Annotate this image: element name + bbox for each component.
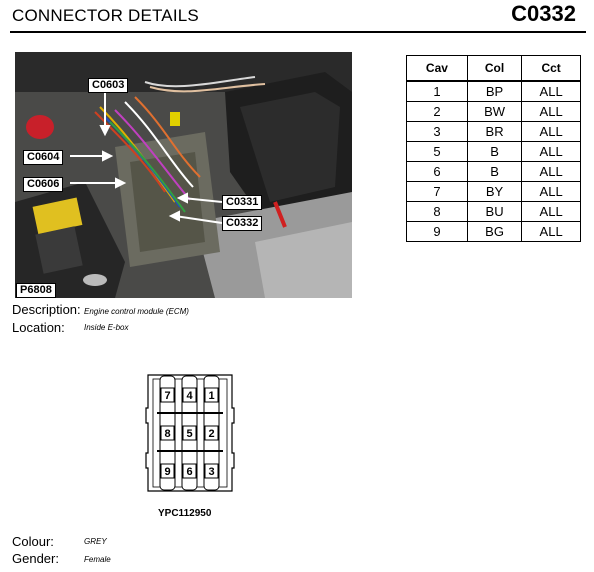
page-title: CONNECTOR DETAILS [12, 6, 199, 25]
callout-c0332: C0332 [222, 216, 263, 231]
cell-cct: ALL [521, 161, 581, 182]
callout-c0606: C0606 [23, 177, 64, 192]
cell-cct: ALL [521, 141, 581, 162]
cell-cav: 1 [406, 80, 468, 102]
header-col: Col [466, 55, 523, 82]
table-header-row: Cav Col Cct [406, 55, 581, 82]
cell-col: BY [466, 181, 523, 202]
cell-cct: ALL [521, 101, 581, 122]
connector-location-photo: C0603 C0604 C0606 C0331 C0332 P6808 [15, 52, 352, 298]
description-value: Engine control module (ECM) [84, 307, 189, 316]
description-label: Description: [12, 302, 81, 317]
cell-cct: ALL [521, 221, 581, 242]
cell-cav: 8 [406, 201, 468, 222]
cavity-label: 1 [208, 390, 214, 402]
cell-col: BU [466, 201, 523, 222]
engine-bay-illustration [15, 52, 352, 298]
connector-code: C0332 [511, 1, 576, 26]
cavity-label: 4 [186, 390, 193, 402]
cell-cav: 3 [406, 121, 468, 142]
cell-cav: 5 [406, 141, 468, 162]
cell-cav: 9 [406, 221, 468, 242]
connector-face-diagram: 7 4 1 8 5 2 9 6 3 [145, 373, 235, 493]
cell-col: BP [466, 80, 523, 102]
cell-cav: 6 [406, 161, 468, 182]
location-label: Location: [12, 320, 65, 335]
cell-col: B [466, 161, 523, 182]
cell-col: BG [466, 221, 523, 242]
cell-col: B [466, 141, 523, 162]
photo-reference: P6808 [16, 283, 56, 298]
cell-cct: ALL [521, 201, 581, 222]
header-divider [10, 31, 586, 33]
cell-cav: 7 [406, 181, 468, 202]
cell-cct: ALL [521, 80, 581, 102]
callout-c0331: C0331 [222, 195, 263, 210]
colour-value: GREY [84, 537, 107, 546]
cavity-label: 9 [164, 466, 170, 478]
cavity-label: 5 [186, 428, 192, 440]
cavity-label: 8 [164, 428, 170, 440]
header-cct: Cct [521, 55, 581, 82]
colour-label: Colour: [12, 534, 54, 549]
cell-cav: 2 [406, 101, 468, 122]
header-cav: Cav [406, 55, 468, 82]
cell-cct: ALL [521, 121, 581, 142]
cell-cct: ALL [521, 181, 581, 202]
gender-label: Gender: [12, 551, 59, 566]
part-number: YPC112950 [158, 508, 212, 519]
cavity-label: 6 [186, 466, 192, 478]
cell-col: BR [466, 121, 523, 142]
gender-value: Female [84, 555, 111, 564]
callout-c0603: C0603 [88, 78, 129, 93]
callout-c0604: C0604 [23, 150, 64, 165]
cavity-label: 2 [208, 428, 214, 440]
location-value: Inside E-box [84, 323, 129, 332]
cavity-label: 3 [208, 466, 214, 478]
cell-col: BW [466, 101, 523, 122]
cavity-label: 7 [164, 390, 170, 402]
